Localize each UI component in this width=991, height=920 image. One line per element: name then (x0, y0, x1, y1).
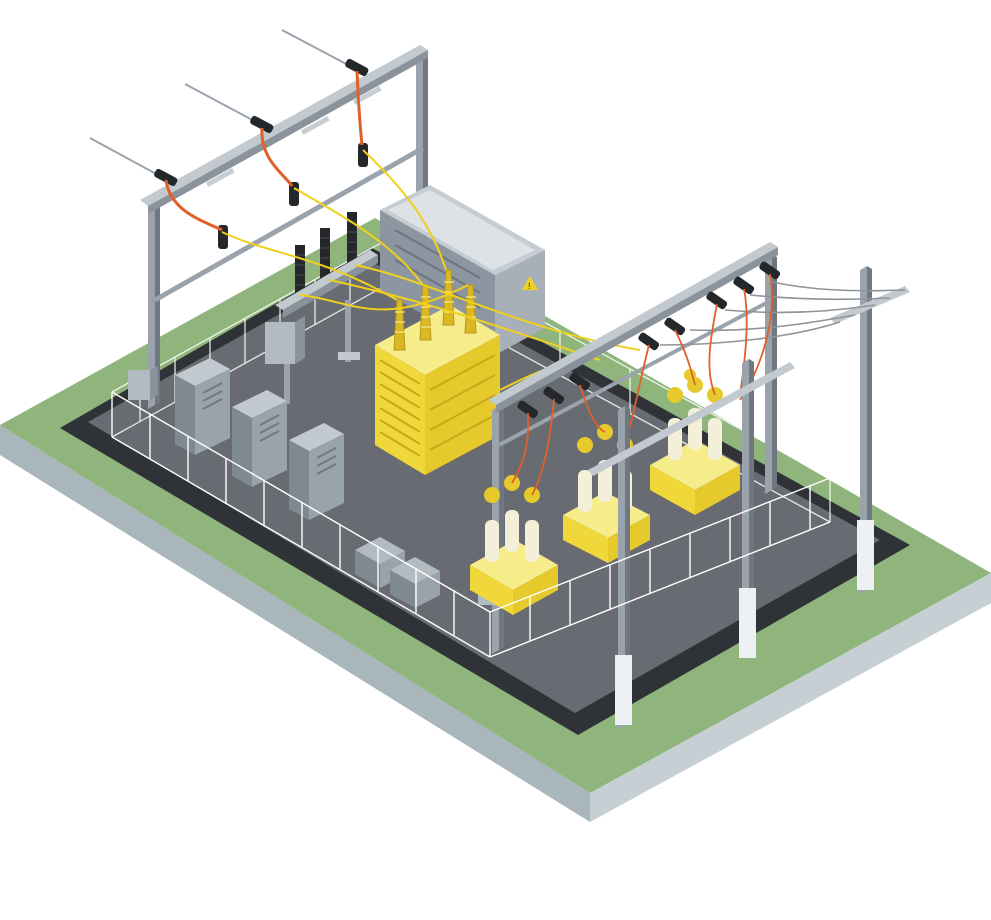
front-poles (588, 359, 874, 729)
cabinets (175, 358, 440, 608)
front-fence (111, 391, 831, 658)
base-side-left (0, 425, 590, 822)
main-transformer (375, 269, 500, 475)
svg-text:!: ! (528, 281, 531, 291)
warning-icon: ! (522, 276, 538, 291)
base-side-right (590, 573, 991, 822)
